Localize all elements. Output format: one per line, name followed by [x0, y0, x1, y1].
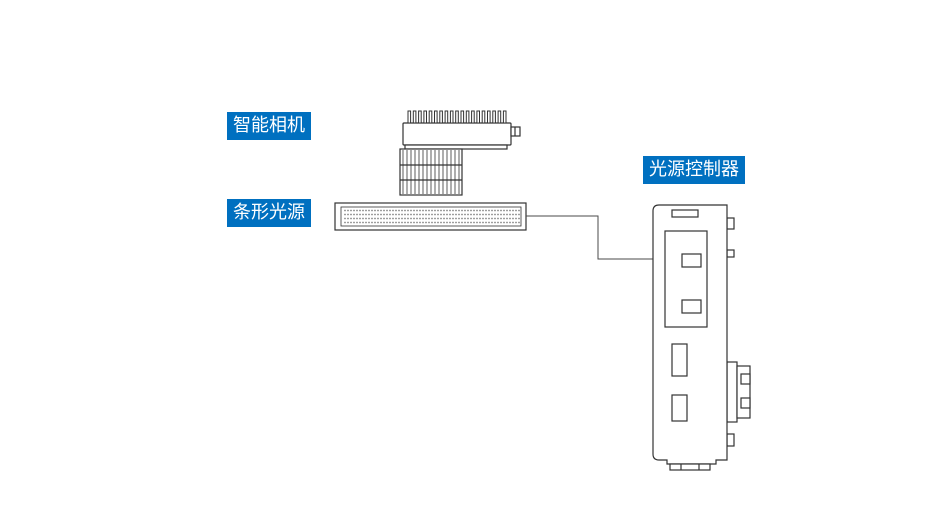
connection-cable [526, 215, 667, 260]
light-controller-icon [652, 204, 751, 471]
smart-camera-label: 智能相机 [227, 112, 311, 140]
smart-camera-icon [399, 110, 521, 196]
light-controller-label: 光源控制器 [643, 156, 745, 184]
bar-light-icon [334, 202, 527, 231]
bar-light-label: 条形光源 [227, 199, 311, 227]
